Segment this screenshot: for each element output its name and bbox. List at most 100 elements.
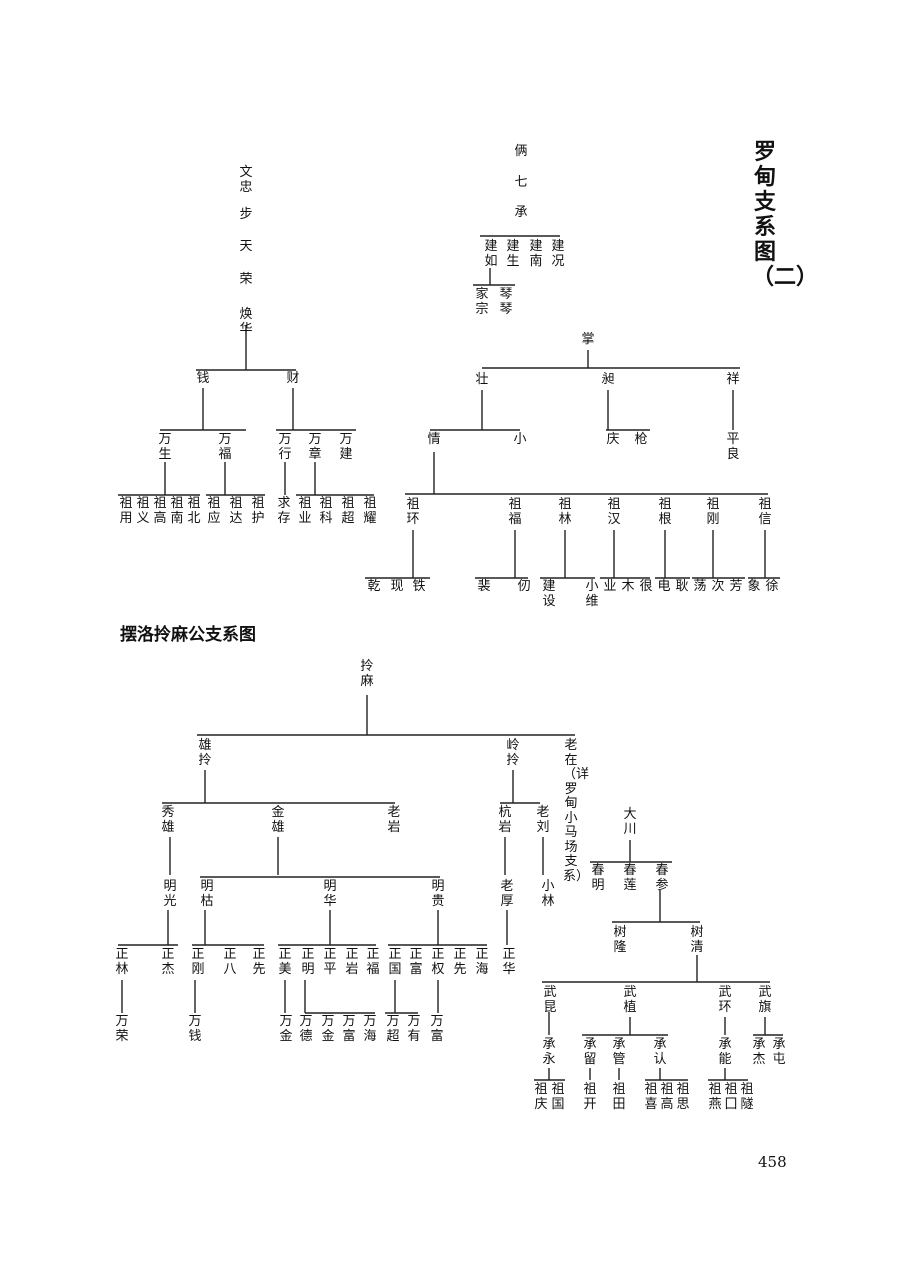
node: 万荣 [115, 1014, 129, 1044]
node: 承 [514, 205, 528, 220]
node: 祖耀 [363, 496, 377, 526]
node: 万钱 [188, 1014, 202, 1044]
node: 万富 [342, 1014, 356, 1044]
node: 祖业 [298, 496, 312, 526]
node: 祥 [726, 372, 740, 387]
node: 乾 [367, 579, 381, 594]
node: 金雄 [271, 805, 285, 835]
node: 仞 [517, 579, 531, 594]
node: 祖刚 [706, 497, 720, 527]
node: 现 [390, 579, 404, 594]
node: 祖田 [612, 1082, 626, 1112]
node: 裴 [477, 579, 491, 594]
node: 杭岩 [498, 805, 512, 835]
node: 万章 [308, 432, 322, 462]
node: 木 [621, 579, 635, 594]
node: 万富 [430, 1014, 444, 1044]
node: 老在（详罗甸小马场支系） [563, 738, 590, 884]
node: 财 [286, 371, 300, 386]
node: 明贵 [431, 879, 445, 909]
node: 电 [657, 579, 671, 594]
node: 祖福 [508, 497, 522, 527]
node: 祖国 [551, 1082, 565, 1112]
title-luodian-branch: 罗甸支系图（二） [752, 140, 819, 290]
node: 正海 [475, 947, 489, 977]
node: 大川 [623, 807, 637, 837]
node: 武环 [718, 985, 732, 1015]
node: 武植 [623, 985, 637, 1015]
node: 万金 [279, 1014, 293, 1044]
node: 春明 [591, 863, 605, 893]
node: 小 [513, 432, 527, 447]
node: 七 [514, 175, 528, 190]
node: 树清 [690, 925, 704, 955]
node: 祖环 [406, 497, 420, 527]
node: 武昆 [543, 985, 557, 1015]
node: 万行 [278, 432, 292, 462]
node: 万生 [158, 432, 172, 462]
node: 正刚 [191, 947, 205, 977]
node: 祖汉 [607, 497, 621, 527]
node: 钱 [196, 371, 210, 386]
node: 祖囗 [724, 1082, 738, 1112]
node: 树隆 [613, 925, 627, 955]
node: 祖护 [251, 496, 265, 526]
node: 徐 [765, 579, 779, 594]
node: 建南 [529, 239, 543, 269]
node: 祖思 [676, 1082, 690, 1112]
node: 承认 [653, 1037, 667, 1067]
node: 祖根 [658, 497, 672, 527]
node: 正岩 [345, 947, 359, 977]
node: 正国 [388, 947, 402, 977]
node: 壮 [475, 372, 489, 387]
node: 正华 [502, 947, 516, 977]
node: 祖高 [153, 496, 167, 526]
node: 承永 [542, 1037, 556, 1067]
node: 象 [747, 579, 761, 594]
node: 很 [639, 579, 653, 594]
node: 情 [427, 432, 441, 447]
node: 承管 [612, 1037, 626, 1067]
node: 平良 [726, 432, 740, 462]
node: 掌 [581, 332, 595, 347]
node: 秀雄 [161, 805, 175, 835]
node: 万超 [386, 1014, 400, 1044]
node: 天 [239, 239, 253, 254]
node: 小维 [585, 579, 599, 609]
node: 万海 [363, 1014, 377, 1044]
node: 琴琴 [499, 287, 513, 317]
node: 庆 [606, 432, 620, 447]
node: 次 [711, 579, 725, 594]
node: 万德 [299, 1014, 313, 1044]
node: 岭拎 [506, 738, 520, 768]
node: 祖达 [229, 496, 243, 526]
node: 祖燕 [708, 1082, 722, 1112]
node: 承留 [583, 1037, 597, 1067]
node: 正权 [431, 947, 445, 977]
node: 求存 [277, 496, 291, 526]
node: 春参 [655, 863, 669, 893]
node: 春莲 [623, 863, 637, 893]
node: 祖隧 [740, 1082, 754, 1112]
node: 正先 [252, 947, 266, 977]
node: 祖应 [207, 496, 221, 526]
node: 承屯 [772, 1037, 786, 1067]
node: 正福 [366, 947, 380, 977]
node: 荣 [239, 272, 253, 287]
node: 家宗 [475, 287, 489, 317]
node: 业 [603, 579, 617, 594]
node: 正美 [278, 947, 292, 977]
node: 步 [239, 207, 253, 222]
node: 老厚 [500, 879, 514, 909]
node: 万福 [218, 432, 232, 462]
node: 明枯 [200, 879, 214, 909]
node: 正林 [115, 947, 129, 977]
node: 正平 [323, 947, 337, 977]
node: 芳 [729, 579, 743, 594]
node: 建生 [506, 239, 520, 269]
page-number: 458 [758, 1153, 787, 1171]
node: 祖林 [558, 497, 572, 527]
node: 武旗 [758, 985, 772, 1015]
node: 荡 [693, 579, 707, 594]
